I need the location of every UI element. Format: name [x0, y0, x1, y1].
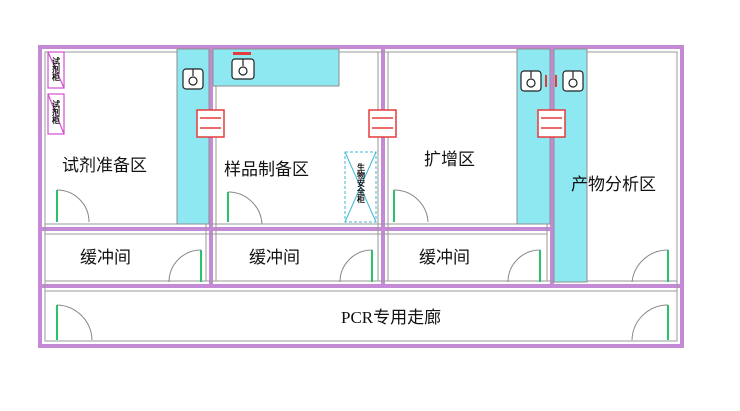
sinks — [182, 58, 584, 92]
biosafety-cabinet-label: 生物安全柜 — [356, 162, 366, 204]
reagent-cabinets — [47, 51, 65, 135]
doors — [56, 189, 669, 341]
room-label-product-analysis: 产物分析区 — [571, 175, 656, 195]
corridor-label: PCR专用走廊 — [341, 308, 441, 327]
room-label-reagent-prep: 试剂准备区 — [62, 156, 147, 176]
outer-wall — [38, 45, 684, 348]
equipment-box-icon — [537, 109, 566, 138]
sink-icon — [520, 70, 542, 92]
sink-icon — [562, 70, 584, 92]
biosafety-cabinet — [344, 151, 377, 223]
door-sample-prep — [227, 191, 263, 225]
equipment-box-icon — [368, 109, 397, 138]
door-reagent-prep — [56, 189, 90, 223]
walls — [38, 45, 684, 348]
door-buffer-3 — [507, 249, 541, 283]
door-buffer-2 — [339, 249, 373, 283]
equipment-box-icon — [196, 109, 225, 138]
equipment — [196, 109, 566, 138]
door-corridor-right — [631, 304, 669, 341]
door-corridor-left — [56, 304, 93, 341]
room-label-buffer-3: 缓冲间 — [419, 248, 470, 268]
door-amplification — [393, 189, 429, 223]
sink-icon — [182, 68, 204, 90]
room-label-buffer-1: 缓冲间 — [80, 248, 131, 268]
sink-icon — [231, 58, 255, 80]
door-buffer-1 — [168, 249, 202, 283]
room-label-sample-prep: 样品制备区 — [224, 160, 309, 180]
room-label-amplification: 扩增区 — [424, 150, 475, 170]
red-markers — [233, 52, 557, 87]
reagent-cabinet-2-label: 试剂柜 — [52, 99, 61, 125]
reagent-cabinet-1-label: 试剂柜 — [52, 56, 61, 82]
door-product-analysis — [631, 249, 669, 283]
room-label-buffer-2: 缓冲间 — [249, 248, 300, 268]
